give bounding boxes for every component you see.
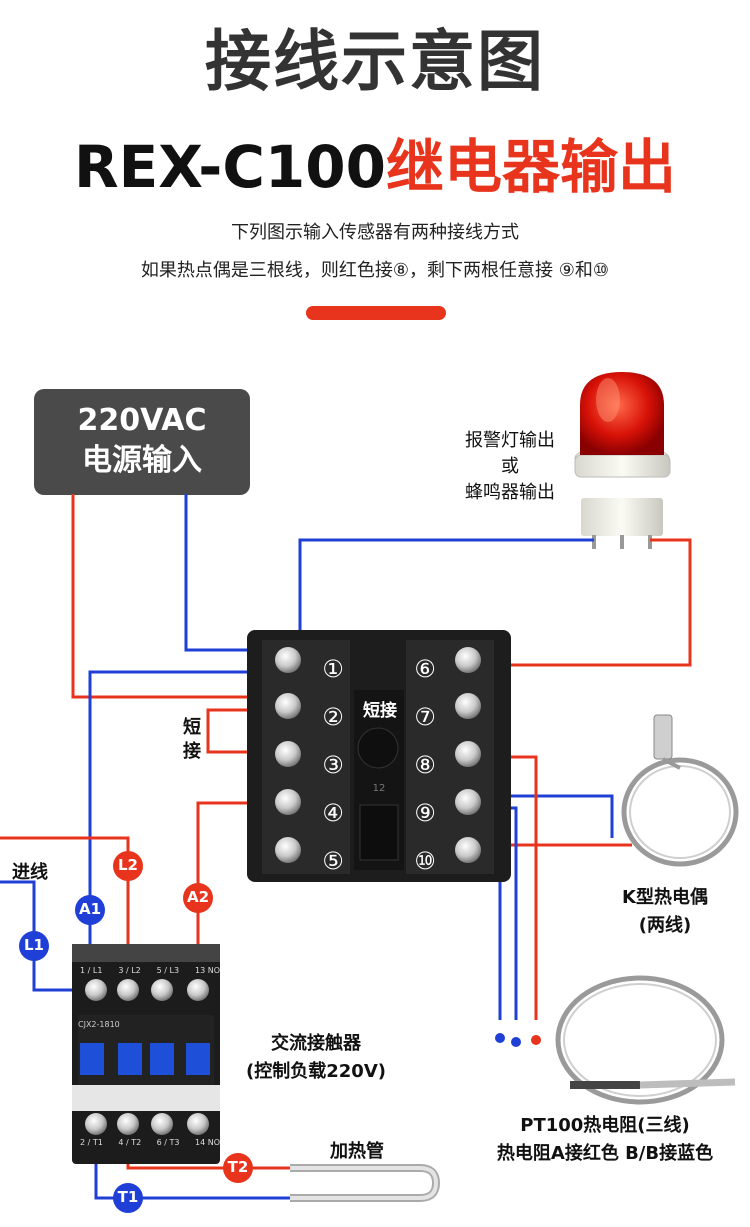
short-center-label: 短接 [363,701,397,721]
contactor-caption-2: (控制负载220V) [246,1061,386,1082]
power-voltage: 220VAC [77,403,207,438]
temperature-controller [247,630,511,882]
pt100-label: PT100热电阻(三线) 热电阻A接红色 B/B接蓝色 [470,1112,740,1168]
short-side-2: 接 [183,741,201,762]
heater-tube [290,1164,441,1202]
contactor-bottom-labels: 2 / T1 4 / T2 6 / T3 14 NO [80,1138,220,1147]
page-title: 接线示意图 [205,23,545,100]
page-subtitle: REX-C100继电器输出 [0,120,750,204]
terminal-2: ② [322,703,344,731]
contactor-bottom-2: 4 / T2 [118,1138,142,1147]
k-thermocouple [621,714,739,867]
contactor-top-1: 1 / L1 [80,966,103,975]
terminal-7: ⑦ [414,703,436,731]
thermocouple-label: K型热电偶 (两线) [610,884,720,940]
left-terminal-numbers: ① ② ③ ④ ⑤ [318,645,348,885]
contactor-top-labels: 1 / L1 3 / L2 5 / L3 13 NO [80,966,220,975]
alarm-label-2: 或 [501,456,519,477]
alarm-label: 报警灯输出 或 蜂鸣器输出 [445,428,575,506]
contactor-top-4: 13 NO [194,966,220,975]
badge-l2: L2 [118,856,138,874]
contactor-top-2: 3 / L2 [118,966,141,975]
short-side-1: 短 [183,717,201,738]
description-line-1: 下列图示输入传感器有两种接线方式 [231,222,519,243]
terminal-10: ⑩ [414,847,436,875]
contactor-top-3: 5 / L3 [156,966,180,975]
badge-l1: L1 [24,936,44,954]
contactor-caption-1: 交流接触器 [271,1033,361,1054]
short-side-label: 短 接 [180,716,204,764]
terminal-9: ⑨ [414,799,436,827]
contactor-model: CJX2-1810 [78,1020,120,1029]
contactor-bottom-3: 6 / T3 [156,1138,180,1147]
divider-bar [306,306,446,320]
terminal-6: ⑥ [414,655,436,683]
alarm-lamp [574,372,671,549]
terminal-4: ④ [322,799,344,827]
badge-t2: T2 [227,1158,249,1176]
contactor-caption: 交流接触器 (控制负载220V) [236,1030,396,1086]
pt100-probe [495,975,736,1105]
contactor-bottom-4: 14 NO [194,1138,220,1147]
badge-a1: A1 [78,900,102,918]
ac-contactor [72,944,220,1164]
alarm-label-3: 蜂鸣器输出 [465,482,555,503]
badge-t1: T1 [117,1188,139,1206]
terminal-5: ⑤ [322,847,344,875]
heater-label: 加热管 [330,1141,384,1162]
right-terminal-numbers: ⑥ ⑦ ⑧ ⑨ ⑩ [410,645,440,885]
alarm-label-1: 报警灯输出 [465,430,555,451]
model-suffix: 继电器输出 [385,133,676,201]
power-input-box: 220VAC 电源输入 [34,389,250,495]
incoming-label: 进线 [12,862,48,883]
power-label: 电源输入 [82,443,202,478]
terminal-8: ⑧ [414,751,436,779]
terminal-3: ③ [322,751,344,779]
thermocouple-label-2: (两线) [638,915,692,936]
contactor-bottom-1: 2 / T1 [80,1138,103,1147]
thermocouple-label-1: K型热电偶 [622,887,708,908]
terminal-1: ① [322,655,344,683]
badges [19,851,253,1213]
description-line-2: 如果热点偶是三根线，则红色接⑧，剩下两根任意接 ⑨和⑩ [140,260,610,281]
pt100-label-1: PT100热电阻(三线) [520,1115,690,1136]
controller-mark: 12 [372,783,386,794]
model-name: REX-C100 [74,133,386,201]
pt100-label-2: 热电阻A接红色 B/B接蓝色 [496,1143,714,1164]
badge-a2: A2 [186,888,210,906]
